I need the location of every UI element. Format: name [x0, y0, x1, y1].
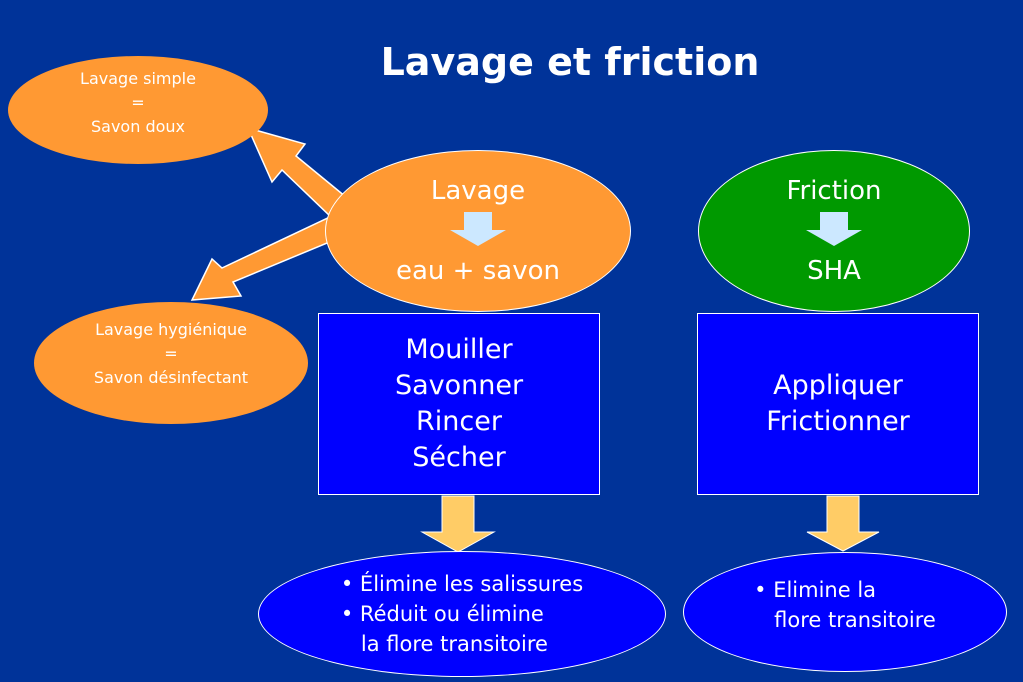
- lavage-result-line: • Élimine les salissures: [340, 572, 584, 596]
- friction-step: Appliquer: [773, 370, 903, 401]
- node-friction: Friction SHA: [698, 150, 970, 312]
- node-lavage-label: Lavage: [430, 176, 526, 206]
- lavage-step: Sécher: [412, 442, 506, 473]
- friction-result: • Elimine la flore transitoire: [683, 552, 1007, 672]
- node-lavage-simple: Lavage simple = Savon doux: [8, 56, 268, 164]
- node-lavage-simple-line3: Savon doux: [91, 117, 185, 136]
- lavage-steps-box: Mouiller Savonner Rincer Sécher: [318, 313, 600, 495]
- friction-result-line: • Elimine la: [754, 578, 877, 602]
- node-lavage-simple-line1: Lavage simple: [80, 69, 196, 88]
- node-lavage-sub: eau + savon: [396, 256, 560, 286]
- lavage-step: Savonner: [394, 370, 524, 401]
- lavage-result-line: • Réduit ou élimine: [340, 602, 544, 626]
- arrow-down-friction: [806, 495, 880, 552]
- lavage-step: Mouiller: [405, 334, 513, 365]
- lavage-step: Rincer: [416, 406, 502, 437]
- arrow-down-lavage: [420, 495, 496, 553]
- node-lavage-hygienique: Lavage hygiénique = Savon désinfectant: [34, 302, 308, 424]
- friction-result-line: flore transitoire: [754, 608, 936, 632]
- lavage-result: • Élimine les salissures • Réduit ou éli…: [258, 551, 666, 677]
- node-lavage-hygienique-line1: Lavage hygiénique: [95, 320, 247, 339]
- node-lavage: Lavage eau + savon: [325, 150, 631, 312]
- node-lavage-hygienique-line3: Savon désinfectant: [93, 368, 249, 387]
- arrow-to-lavage-simple: [246, 126, 348, 218]
- node-lavage-hygienique-line2: =: [164, 344, 178, 363]
- arrow-down-icon: [806, 212, 862, 246]
- node-friction-sub: SHA: [807, 256, 861, 286]
- lavage-result-line: la flore transitoire: [340, 632, 548, 656]
- node-friction-label: Friction: [786, 176, 882, 206]
- arrow-to-lavage-hygienique: [190, 215, 346, 301]
- friction-steps-box: Appliquer Frictionner: [697, 313, 979, 495]
- node-lavage-simple-line2: =: [131, 93, 145, 112]
- page-title: Lavage et friction: [380, 40, 760, 84]
- friction-step: Frictionner: [766, 406, 910, 437]
- arrow-down-icon: [450, 212, 506, 246]
